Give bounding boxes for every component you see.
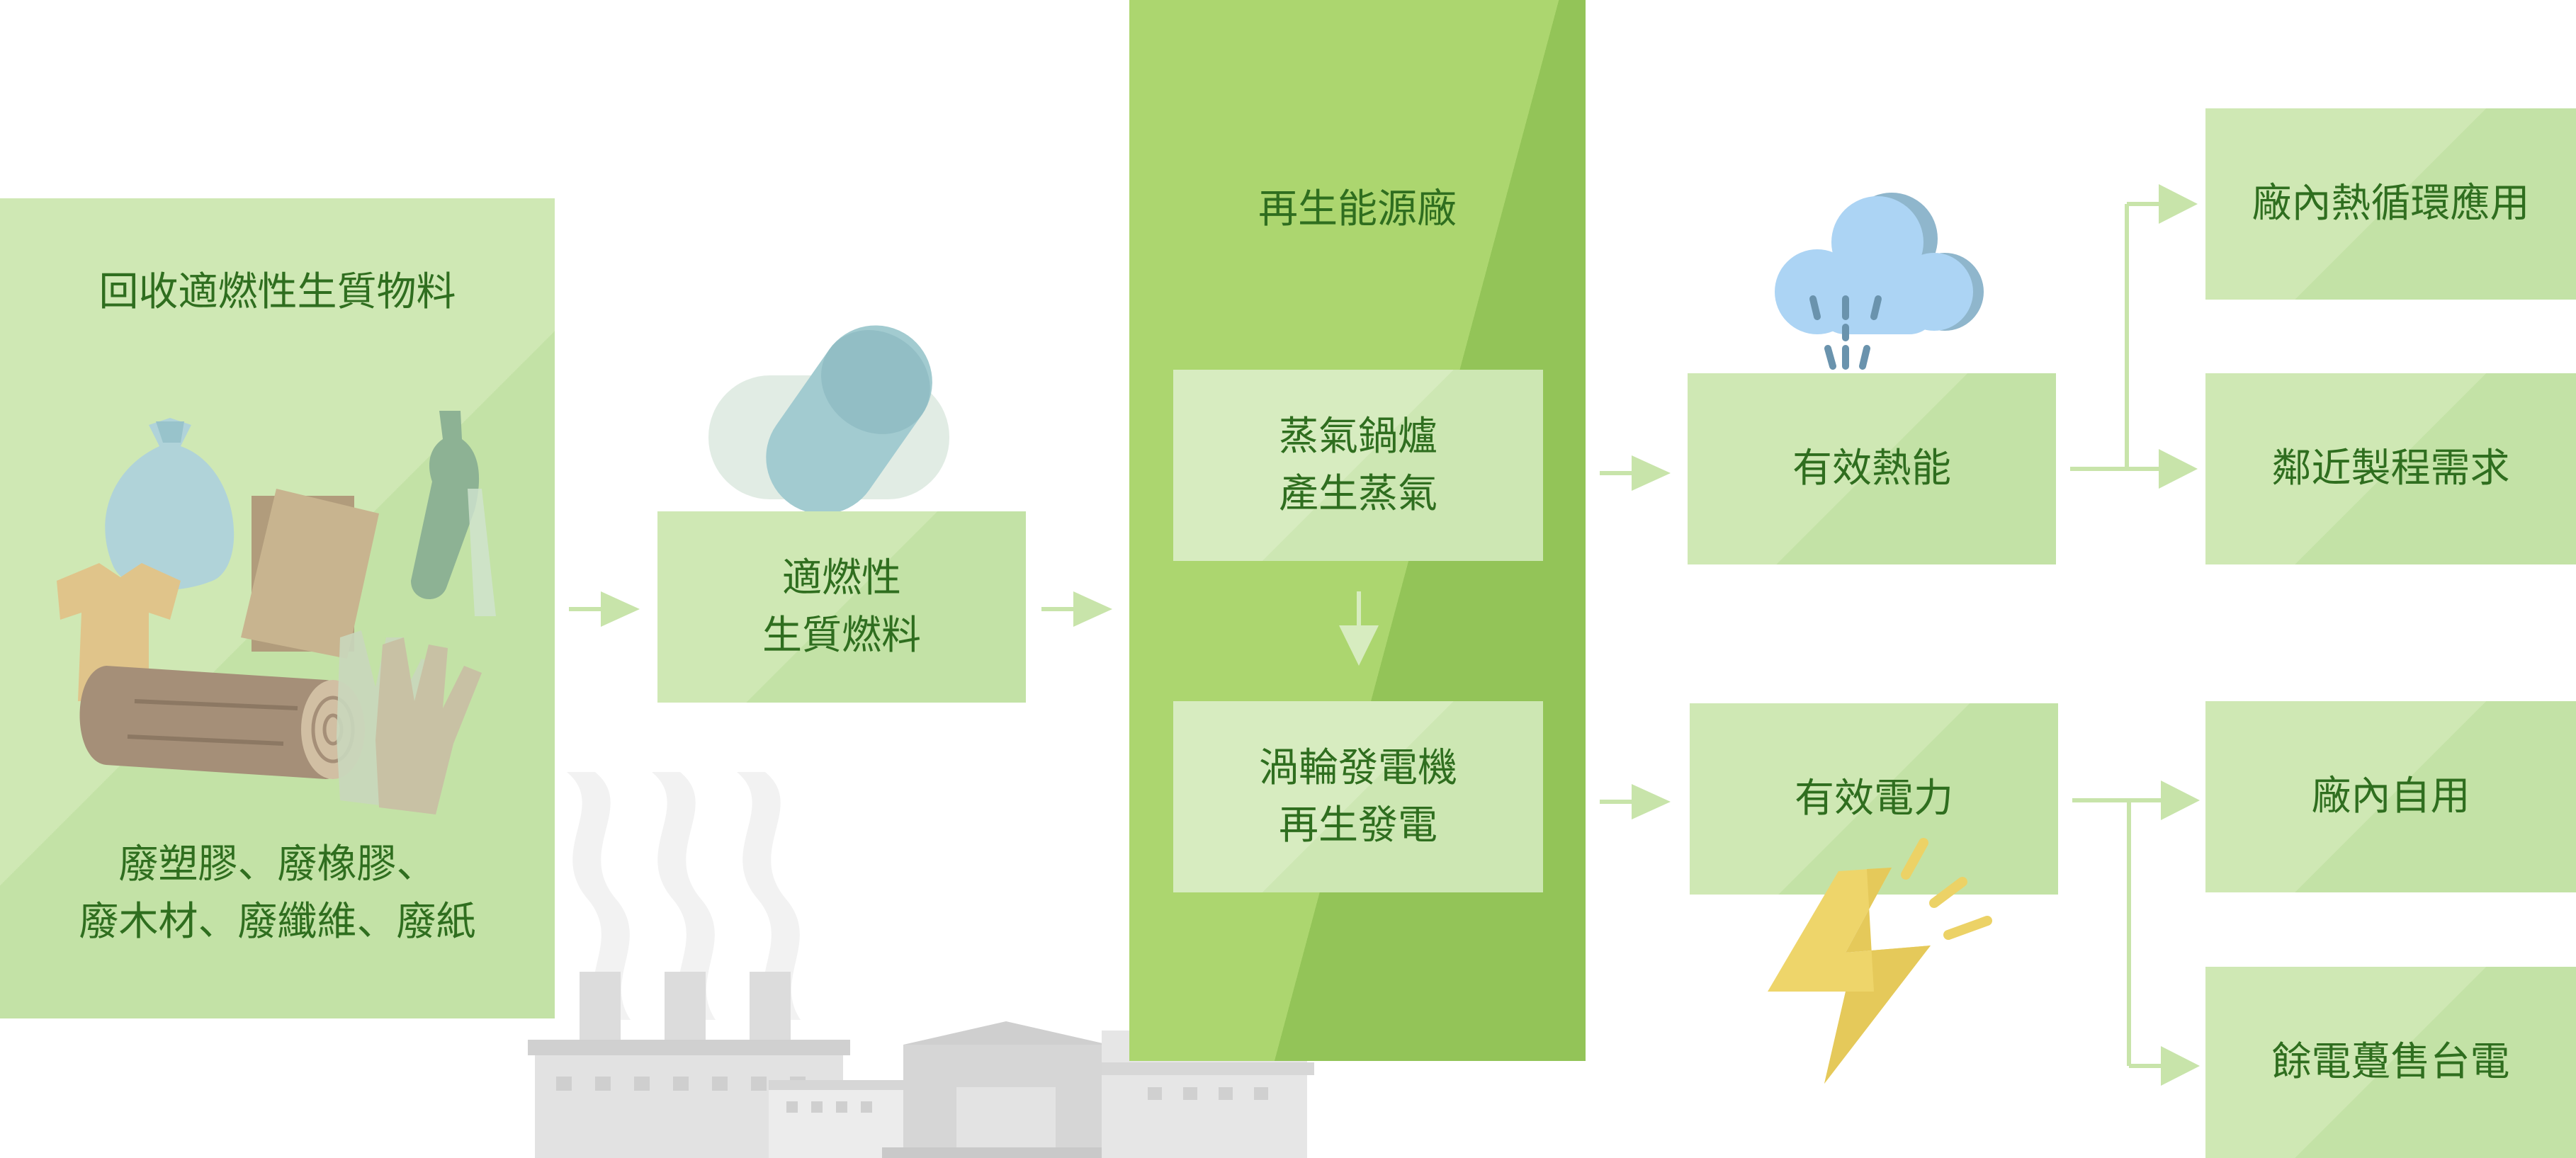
output-sell-power-label: 餘電躉售台電 — [2271, 1039, 2510, 1086]
lightning-bolt-icon — [1768, 838, 1992, 1084]
glove-icon — [337, 630, 482, 814]
cardboard-icon — [241, 489, 379, 659]
fuel-pellet-icon — [708, 325, 949, 514]
turbine-label: 渦輪發電機 再生發電 — [1259, 744, 1457, 848]
arrow-right-icon — [569, 591, 640, 627]
heat-box-label: 有效熱能 — [1792, 445, 1951, 492]
trash-bag-icon — [105, 418, 235, 591]
output-sell-power: 餘電躉售台電 — [2205, 967, 2576, 1158]
power-box: 有效電力 — [1690, 703, 2058, 895]
output-self-use-label: 廠內自用 — [2311, 773, 2470, 820]
arrow-right-icon — [1600, 784, 1671, 819]
input-panel-title: 回收適燃性生質物料 — [98, 269, 456, 315]
materials-illustration — [57, 411, 496, 814]
output-heat-recycle-label: 廠內熱循環應用 — [2252, 181, 2530, 227]
boiler-box: 蒸氣鍋爐 產生蒸氣 — [1173, 370, 1543, 561]
bottle-icon — [411, 411, 496, 616]
arrow-right-icon — [1041, 591, 1112, 627]
steam-cloud-icon — [1775, 193, 1984, 370]
output-nearby-process-label: 鄰近製程需求 — [2271, 445, 2510, 492]
log-icon — [79, 666, 365, 779]
output-self-use: 廠內自用 — [2205, 701, 2576, 892]
output-nearby-process: 鄰近製程需求 — [2205, 373, 2576, 564]
arrow-down-icon — [1339, 591, 1379, 666]
arrow-right-icon — [1600, 455, 1671, 491]
branch-connector — [2070, 184, 2198, 489]
turbine-box: 渦輪發電機 再生發電 — [1173, 701, 1543, 892]
boiler-label: 蒸氣鍋爐 產生蒸氣 — [1279, 413, 1437, 517]
branch-connector — [2072, 780, 2200, 1086]
tshirt-icon — [57, 563, 181, 701]
fuel-box: 適燃性 生質燃料 — [657, 511, 1026, 703]
plant-title: 再生能源廠 — [1258, 186, 1457, 232]
heat-box: 有效熱能 — [1688, 373, 2056, 564]
power-box-label: 有效電力 — [1795, 776, 1953, 822]
output-heat-recycle: 廠內熱循環應用 — [2205, 108, 2576, 300]
input-materials-text: 廢塑膠、廢橡膠、 廢木材、廢纖維、廢紙 — [79, 841, 476, 946]
fuel-box-label: 適燃性 生質燃料 — [762, 555, 921, 659]
